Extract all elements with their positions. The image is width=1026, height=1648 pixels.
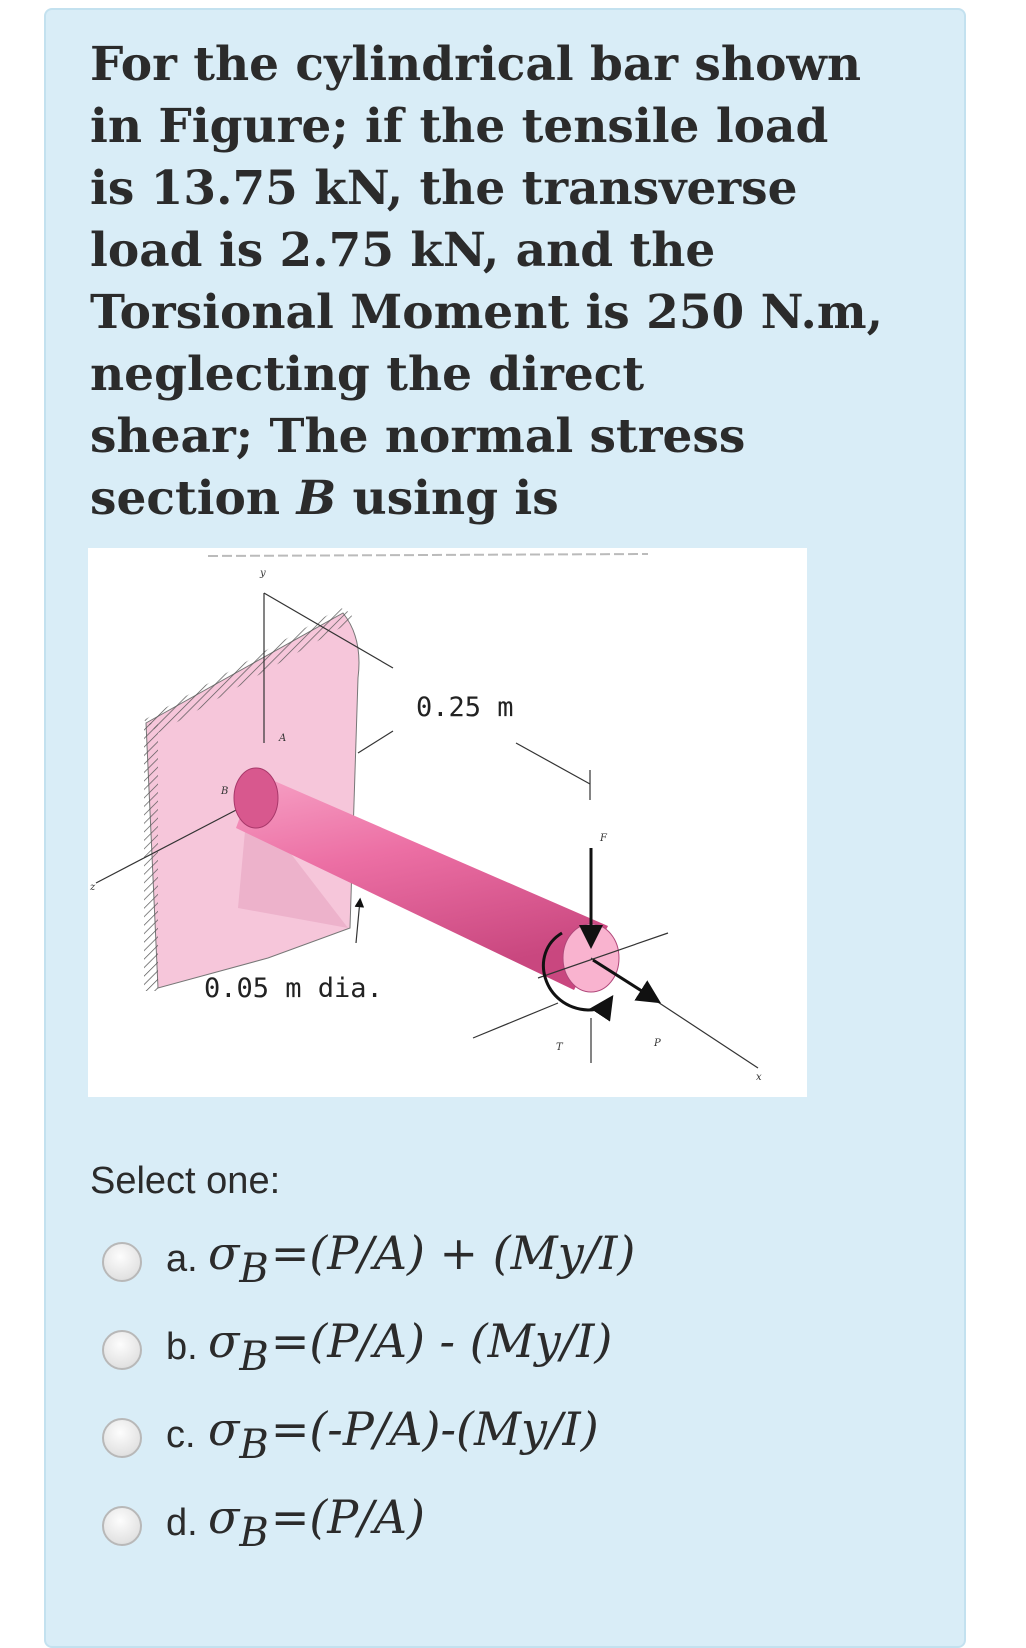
bar-fixed-end [233,767,279,829]
question-card: For the cylindrical bar shown in Figure;… [44,8,966,1648]
sigma-subscript: B [239,1246,269,1292]
load-p-arrow [592,958,662,1004]
sigma-subscript: B [239,1422,269,1468]
torque-t-arrow [542,931,614,1022]
question-line: is 13.75 kN, the transverse [90,161,798,216]
bar-diagram: 0.25 m 0.05 m dia. A B y z x F T P [89,553,762,1083]
question-line: For the cylindrical bar shown [90,37,862,92]
radio-option-d[interactable] [102,1506,142,1546]
formula-expression: =(-P/A)-(My/I) [270,1402,599,1456]
question-text: For the cylindrical bar shown in Figure;… [90,34,890,530]
radio-option-b[interactable] [102,1330,142,1370]
sigma-symbol: σ [208,1402,240,1456]
question-line: neglecting the direct [90,347,645,402]
option-letter: d. [166,1502,198,1544]
y-axis-label: y [259,568,266,579]
radio-option-c[interactable] [102,1418,142,1458]
option-letter: b. [166,1326,198,1368]
question-line: shear; The normal stress [90,409,746,464]
x-axis-label: x [756,1072,762,1083]
question-line: Torsional Moment is 250 N.m, [90,285,884,340]
option-letter: c. [166,1414,196,1456]
point-a-label: A [278,733,286,744]
dim-line-b [515,742,591,785]
dim-line-a [357,730,394,754]
end-axis-lower [472,1002,559,1039]
end-axis-horizontal [537,932,669,979]
formula-expression: =(P/A) + (My/I) [270,1226,636,1280]
force-f-label: F [599,833,608,844]
wall-hatch-top [144,608,354,733]
z-axis-label: z [89,882,96,893]
cantilever-bar-figure: 0.25 m 0.05 m dia. A B y z x F T P [88,548,807,1097]
torque-t-label: T [556,1042,564,1053]
sigma-symbol: σ [208,1490,240,1544]
formula-expression: =(P/A) - (My/I) [270,1314,613,1368]
question-text-fragment: section [90,471,297,526]
sigma-subscript: B [239,1510,269,1556]
wall-hatch-side [144,723,158,991]
question-text-fragment: using is [336,471,559,526]
question-line: in Figure; if the tensile load [90,99,829,154]
section-label: B [296,471,337,526]
cylindrical-bar [236,773,608,990]
sigma-subscript: B [239,1334,269,1380]
formula-expression: =(P/A) [270,1490,425,1544]
dia-leader [354,897,365,944]
diameter-label: 0.05 m dia. [204,973,383,1004]
load-p-label: P [653,1038,661,1049]
radio-option-a[interactable] [102,1242,142,1282]
option-letter: a. [166,1238,198,1280]
top-scan-line [207,553,649,557]
point-b-label: B [220,786,228,797]
sigma-symbol: σ [208,1314,240,1368]
question-line: load is 2.75 kN, and the [90,223,716,278]
select-one-label: Select one: [90,1160,281,1202]
question-line-last: section B using is [90,468,890,530]
sigma-symbol: σ [208,1226,240,1280]
dim-leader-top [263,592,394,669]
z-axis-line [95,807,241,884]
length-label: 0.25 m [416,692,514,723]
